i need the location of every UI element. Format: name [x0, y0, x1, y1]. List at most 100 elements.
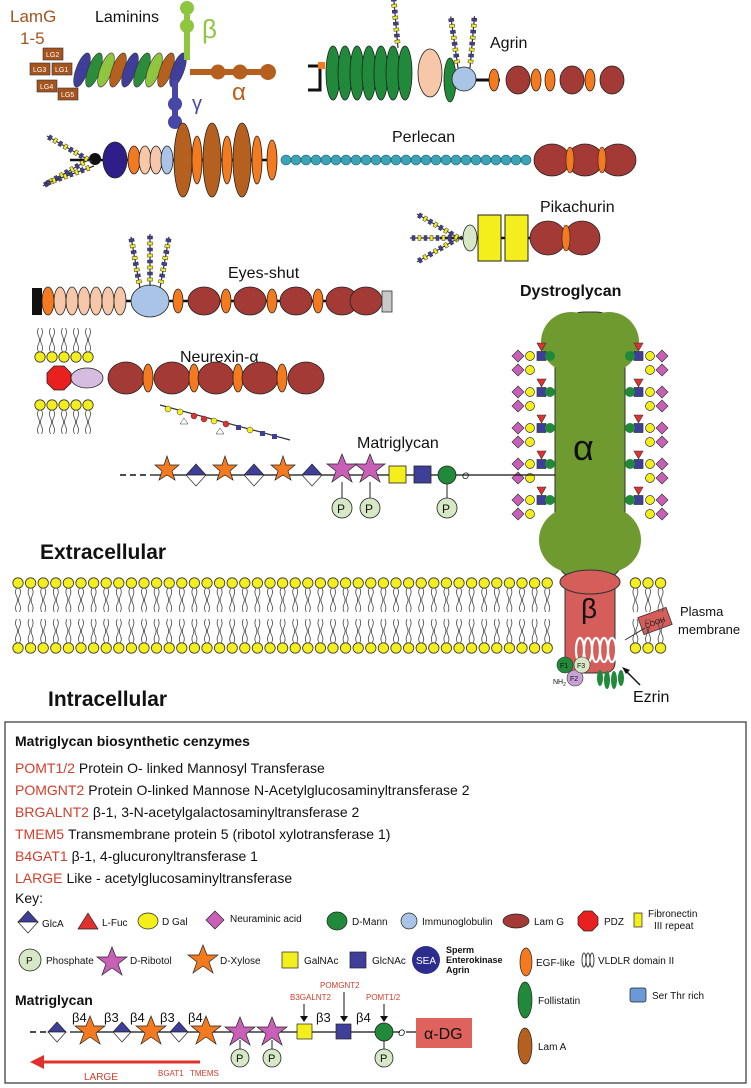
- eyes-shut-label: Eyes-shut: [228, 265, 300, 282]
- lipid-head: [88, 618, 100, 654]
- phosphate-1-label: P: [337, 502, 345, 516]
- lipid-head: [642, 577, 654, 613]
- lamg-icon: [502, 913, 530, 929]
- lipid-head: [352, 577, 364, 613]
- lipid-head: [50, 618, 62, 654]
- lipid-head: [214, 618, 226, 654]
- galactose-icon: [137, 912, 159, 930]
- key-follistatin: Follistatin: [538, 996, 580, 1007]
- lipid-head: [339, 577, 352, 613]
- lipid-head: [37, 618, 49, 654]
- lipid-head: [138, 618, 150, 654]
- key-sea: SEA: [416, 956, 436, 967]
- key-galnac: GalNAc: [304, 956, 338, 967]
- enzyme-abbr: POMGNT2: [15, 782, 84, 798]
- lipid-head: [37, 577, 49, 613]
- lipid-head: [276, 618, 289, 654]
- lipid-head: [465, 618, 478, 654]
- laminin-coiled-coil: [73, 52, 187, 88]
- dg-beta-label: β: [581, 593, 597, 624]
- lipid-head: [390, 618, 402, 654]
- lipid-head: [402, 618, 415, 654]
- perlecan-label: Perlecan: [392, 129, 455, 146]
- lamg-range-label: 1-5: [20, 29, 45, 48]
- ezrin-label: Ezrin: [633, 689, 669, 706]
- enzyme-desc: β-1, 3-N-acetylgalactosaminyltransferase…: [93, 804, 360, 820]
- lipid-head: [201, 577, 213, 613]
- lg2-label: LG2: [46, 52, 59, 59]
- lipid-head: [453, 577, 465, 613]
- enzyme-desc: β-1, 4-glucuronyltransferase 1: [72, 848, 258, 864]
- f2-label: F2: [570, 676, 578, 683]
- bond-b3a: β3: [104, 1010, 119, 1025]
- lg5-label: LG5: [61, 92, 74, 99]
- phosphate-2-label: P: [365, 502, 373, 516]
- fucose-icon: [77, 912, 99, 930]
- lipid-head: [390, 577, 402, 613]
- bottom-p1: P: [236, 1053, 243, 1065]
- enzyme-desc: Protein O-linked Mannose N-Acetylglucosa…: [88, 782, 469, 798]
- key-neu: Neuraminic acid: [230, 914, 302, 925]
- bottom-matriglycan-title: Matriglycan: [15, 992, 93, 1008]
- enzyme-abbr: POMT1/2: [15, 760, 75, 776]
- sea-icon: [412, 946, 440, 974]
- dg-alpha-label: α: [573, 427, 594, 468]
- f3-label: F3: [577, 663, 585, 670]
- lipid-head: [365, 577, 377, 613]
- lipid-head: [163, 577, 175, 613]
- bond-b3b: β3: [160, 1010, 175, 1025]
- key-dgal: D Gal: [162, 917, 188, 928]
- agrin-label: Agrin: [490, 35, 527, 52]
- xylose-glca-repeats: [154, 454, 323, 487]
- lipid-head: [226, 618, 238, 654]
- pikachurin-label: Pikachurin: [540, 199, 615, 216]
- fibronectin-icon: [633, 912, 643, 928]
- membrane-label: membrane: [678, 622, 740, 637]
- key-egf: EGF-like: [536, 958, 575, 969]
- immunoglobulin-icon: [400, 912, 418, 930]
- lama-icon: [517, 1027, 533, 1065]
- key-fn2: III repeat: [654, 921, 694, 932]
- key-glcnac: GlcNAc: [372, 956, 406, 967]
- lipid-head: [163, 618, 175, 654]
- follistatin-icon: [517, 981, 533, 1019]
- lipid-head: [352, 618, 364, 654]
- lipid-head: [516, 618, 528, 654]
- key-serthr: Ser Thr rich: [652, 991, 704, 1002]
- bond-b4a: β4: [72, 1010, 87, 1025]
- galnac-icon: [281, 951, 299, 969]
- laminins-label: Laminins: [95, 9, 159, 26]
- lipid-head: [541, 618, 553, 654]
- glcnac-icon: [349, 951, 367, 969]
- pomgnt2-label: POMGNT2: [320, 981, 360, 990]
- laminin-alpha-label: α: [232, 79, 246, 106]
- nh2-label: NH2: [553, 679, 566, 688]
- lg4-label: LG4: [40, 84, 53, 91]
- ribotol-icon: [95, 946, 129, 976]
- lipid-head: [251, 618, 264, 654]
- lipid-head: [528, 577, 541, 613]
- lipid-head: [176, 577, 188, 613]
- enzyme-desc: Transmembrane protein 5 (ribotol xylotra…: [68, 826, 390, 842]
- bond-b4b: β4: [130, 1010, 145, 1025]
- lipid-head: [415, 618, 427, 654]
- enzyme-abbr: BRGALNT2: [15, 804, 89, 820]
- key-pdz: PDZ: [604, 917, 624, 928]
- ribotol-units: P P: [325, 453, 387, 519]
- key-sea1: Sperm: [446, 945, 474, 955]
- o-link-label: O: [462, 471, 469, 481]
- key-label: Key:: [15, 890, 43, 906]
- key-sea3: Agrin: [446, 965, 470, 975]
- tmems-label: TMEMS: [190, 1069, 219, 1078]
- plasma-label: Plasma: [680, 604, 724, 619]
- lipid-head: [75, 618, 87, 654]
- laminin-beta-label: β: [202, 14, 217, 44]
- lipid-head: [239, 618, 251, 654]
- lipid-head: [151, 577, 163, 613]
- key-lamg: Lam G: [534, 917, 564, 928]
- bgat1-label: BGAT1: [158, 1069, 184, 1078]
